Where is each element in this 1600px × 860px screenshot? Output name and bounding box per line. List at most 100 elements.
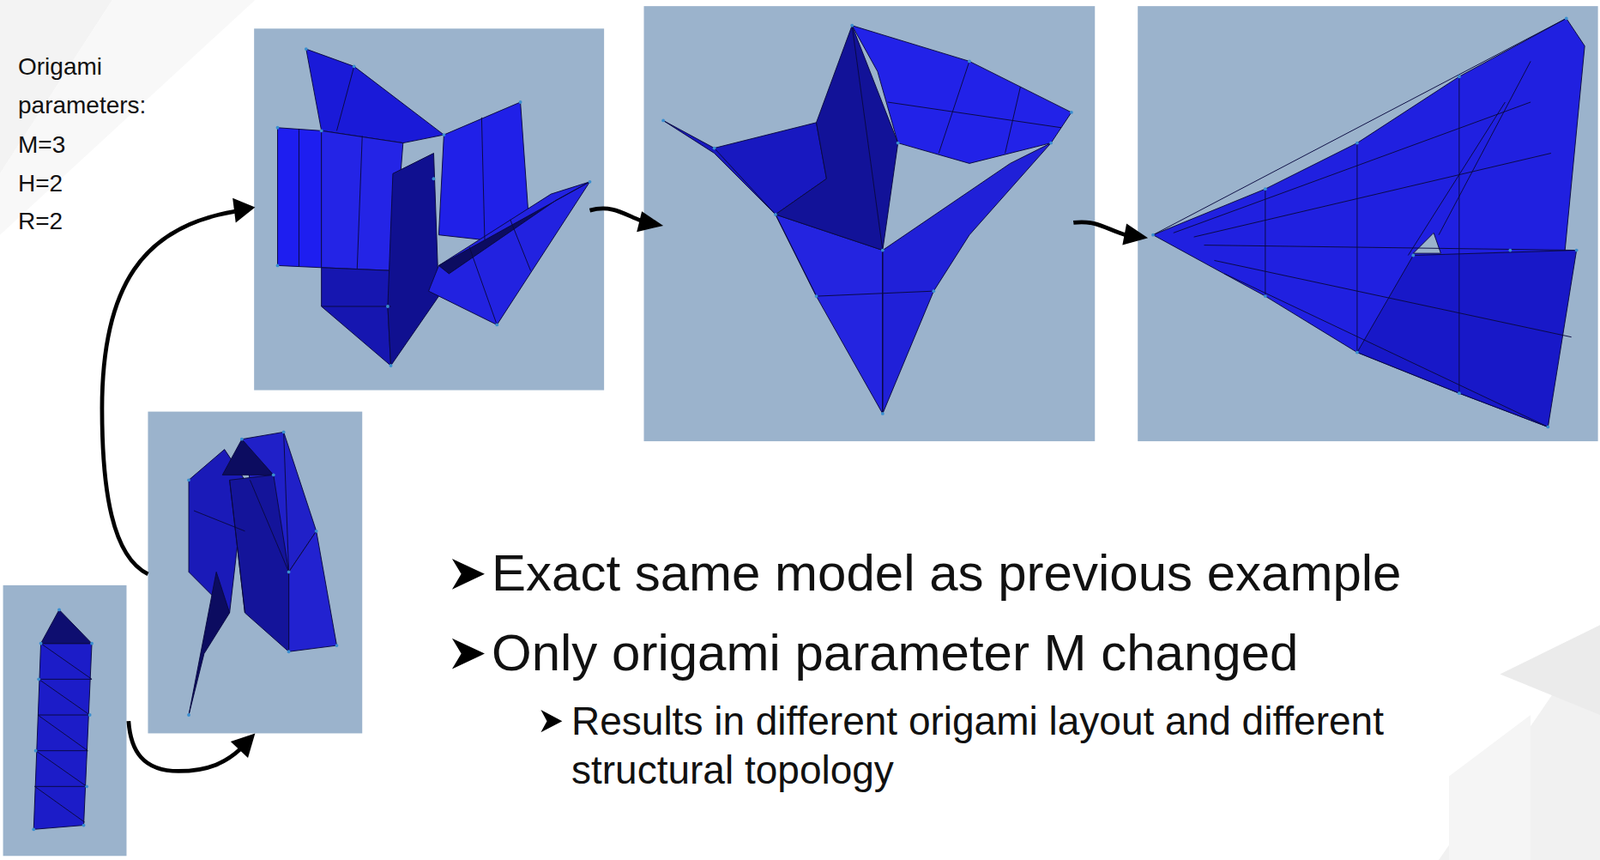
origami-stage-5 <box>1213 259 1571 337</box>
origami-stage-5 <box>1457 391 1462 395</box>
origami-stage-3 <box>519 100 523 104</box>
origami-stage-3 <box>304 47 308 51</box>
origami-stage-3 <box>277 127 322 268</box>
origami-stage-4 <box>882 143 1051 414</box>
origami-stage-4 <box>967 59 972 63</box>
origami-stage-1 <box>31 608 94 832</box>
origami-stage-4 <box>773 212 778 217</box>
origami-stage-1 <box>31 827 36 831</box>
origami-stage-3 <box>389 363 393 368</box>
origami-stage-5 <box>1264 188 1266 296</box>
origami-stage-1 <box>90 641 94 646</box>
sequence-arrows <box>232 198 255 224</box>
origami-stage-1 <box>39 641 43 646</box>
origami-stage-4 <box>775 25 899 251</box>
origami-stage-5 <box>1545 425 1550 429</box>
origami-stage-1 <box>33 643 92 830</box>
background-triangles <box>1449 714 1531 860</box>
origami-stage-1 <box>34 785 85 822</box>
origami-stage-4 <box>851 25 883 251</box>
bullet-markers <box>452 638 485 670</box>
origami-stage-1 <box>82 823 86 828</box>
origami-stage-5 <box>1438 60 1531 235</box>
origami-stage-5 <box>1407 102 1505 256</box>
sequence-arrows <box>636 211 664 232</box>
origami-stage-4 <box>1069 110 1074 115</box>
origami-stage-2 <box>187 477 191 482</box>
origami-stage-4 <box>896 141 900 145</box>
origami-stage-3 <box>441 132 446 137</box>
panel-backgrounds <box>1137 6 1598 441</box>
origami-stage-3 <box>320 128 324 133</box>
origami-stage-1 <box>36 749 89 751</box>
origami-stage-3 <box>481 117 485 241</box>
origami-stage-4 <box>661 119 665 123</box>
origami-stage-5 <box>1153 18 1567 235</box>
origami-stage-4 <box>850 24 854 28</box>
origami-stage-1 <box>31 608 94 832</box>
origami-stage-3 <box>276 264 280 268</box>
bullet-markers <box>452 558 485 590</box>
origami-stage-5 <box>1263 187 1268 191</box>
origami-stage-2 <box>229 479 246 613</box>
origami-stage-1 <box>38 678 90 715</box>
origami-stage-5 <box>1151 17 1578 429</box>
origami-stage-4 <box>712 146 717 151</box>
sequence-arrows <box>128 720 242 771</box>
bullet-point: Exact same model as previous example <box>491 542 1582 604</box>
origami-stage-4 <box>881 250 883 414</box>
origami-stage-3 <box>469 247 497 325</box>
origami-stage-3 <box>321 306 392 308</box>
origami-stage-1 <box>84 784 89 788</box>
origami-stage-5 <box>1263 294 1268 298</box>
origami-stage-5 <box>1564 17 1569 21</box>
origami-stage-5 <box>1204 245 1577 251</box>
origami-stage-5 <box>1194 153 1552 238</box>
origami-stage-3 <box>276 126 280 130</box>
origami-stage-2 <box>271 472 276 477</box>
origami-stage-4 <box>881 411 885 416</box>
origami-stage-1 <box>37 714 88 751</box>
bullet-markers <box>540 709 562 732</box>
origami-stage-3 <box>386 304 390 308</box>
origami-stage-5 <box>1457 74 1462 79</box>
origami-stage-2 <box>193 510 245 532</box>
panel-backgrounds <box>3 585 127 856</box>
origami-stage-5 <box>1357 250 1577 428</box>
origami-stage-4 <box>775 214 817 296</box>
background-triangles <box>1438 624 1600 860</box>
origami-stage-2 <box>187 429 339 716</box>
origami-stage-5 <box>1153 18 1585 427</box>
parameter-value: H=2 <box>18 163 190 203</box>
origami-stage-1 <box>88 712 92 717</box>
origami-stage-4 <box>661 24 1074 416</box>
origami-stage-2 <box>188 571 230 715</box>
origami-stage-5 <box>1508 248 1512 253</box>
origami-stage-2 <box>314 529 319 533</box>
origami-stage-3 <box>276 47 592 368</box>
origami-stage-2 <box>335 643 339 647</box>
sub-bullet-point: Results in different origami layout and … <box>571 696 1395 795</box>
origami-stage-3 <box>588 180 592 184</box>
origami-stage-5 <box>1151 17 1585 429</box>
origami-stage-2 <box>282 429 286 434</box>
origami-stage-1 <box>34 748 38 753</box>
origami-stage-1 <box>36 750 87 787</box>
origami-stage-5 <box>1575 248 1579 253</box>
origami-stage-3 <box>510 219 532 272</box>
background-triangles <box>1499 624 1600 715</box>
origami-stage-2 <box>229 474 290 652</box>
origami-stage-5 <box>1458 76 1460 393</box>
origami-stage-1 <box>37 714 91 716</box>
sequence-arrows <box>230 732 256 758</box>
origami-stage-3 <box>428 181 591 326</box>
panel-backgrounds <box>253 28 604 390</box>
origami-stage-2 <box>187 429 339 716</box>
origami-stage-4 <box>815 294 819 298</box>
origami-stage-2 <box>287 570 291 574</box>
origami-stage-5 <box>1356 143 1358 353</box>
origami-stage-1 <box>38 678 92 680</box>
parameter-value: R=2 <box>18 201 190 241</box>
